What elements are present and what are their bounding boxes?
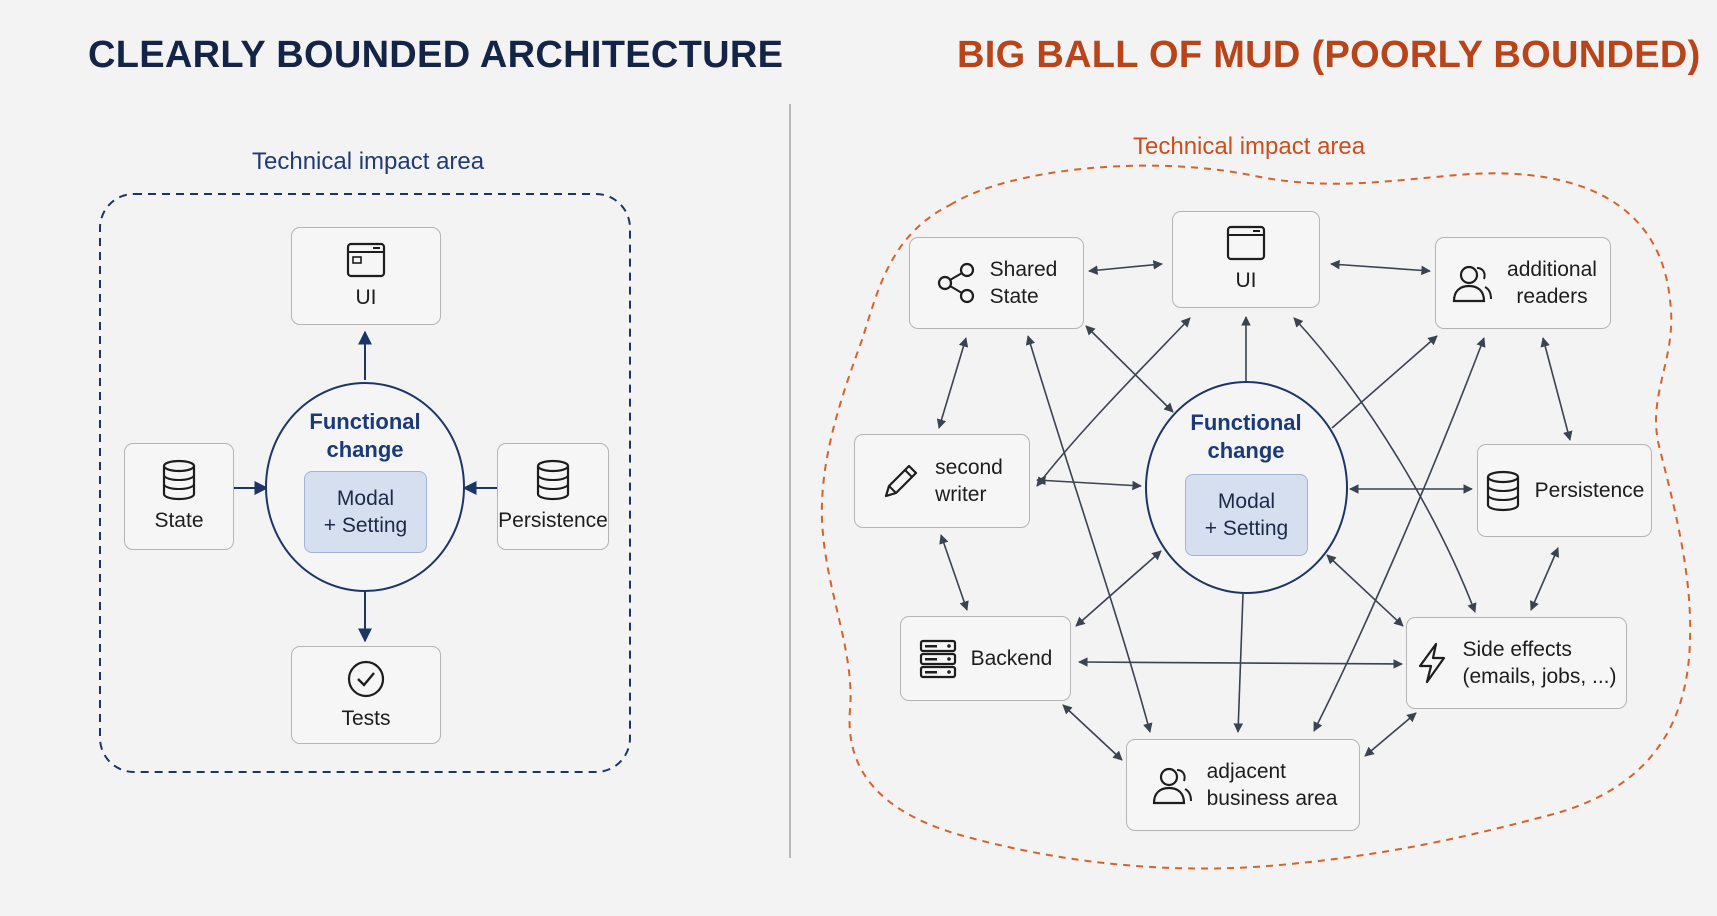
- left-node-ui: UI: [291, 227, 441, 325]
- right-node-backend: Backend: [900, 616, 1071, 701]
- server-icon: [919, 639, 956, 678]
- edge-backend-adjacent: [1062, 704, 1123, 761]
- left-title: CLEARLY BOUNDED ARCHITECTURE: [88, 34, 784, 76]
- left-modal-setting: Modal+ Setting: [304, 471, 427, 553]
- edge-shared-ui: [1088, 260, 1163, 275]
- readers-line2: readers: [1516, 285, 1588, 308]
- right-connectors: [936, 259, 1573, 761]
- panel-divider: [789, 104, 791, 858]
- right-node-persistence: Persistence: [1477, 444, 1652, 537]
- right-impact-boundary: [820, 164, 1692, 870]
- right-node-additional-readers: additional readers: [1435, 237, 1611, 329]
- left-node-state: State: [124, 443, 234, 550]
- users-icon: [1152, 767, 1192, 805]
- left-persistence-label: Persistence: [498, 509, 608, 532]
- edge-readers-persistence: [1540, 337, 1573, 441]
- right-node-adjacent-business: adjacent business area: [1126, 739, 1360, 831]
- edge-shared-writer: [936, 337, 969, 429]
- left-state-label: State: [154, 509, 204, 532]
- left-tests-label: Tests: [341, 706, 391, 730]
- side-effects-line2: (emails, jobs, ...): [1462, 665, 1617, 688]
- window-icon: [1226, 225, 1266, 261]
- readers-line1: additional: [1507, 258, 1597, 281]
- database-icon: [1486, 470, 1519, 511]
- writer-line2: writer: [935, 483, 987, 506]
- shared-state-line1: Shared: [989, 258, 1058, 281]
- share-icon: [937, 262, 974, 304]
- edge-writer-center: [1036, 475, 1142, 491]
- right-title: BIG BALL OF MUD (POORLY BOUNDED): [957, 34, 1701, 76]
- edge-shared-center: [1085, 325, 1174, 413]
- shared-state-line2: State: [989, 285, 1039, 308]
- edge-shared-adjacent: [1025, 335, 1153, 733]
- right-persistence-label: Persistence: [1534, 479, 1645, 502]
- users-icon: [1452, 265, 1493, 303]
- right-area-label: Technical impact area: [1133, 133, 1366, 160]
- adjacent-line2: business area: [1206, 787, 1338, 810]
- backend-label: Backend: [970, 647, 1053, 670]
- database-icon: [162, 459, 196, 501]
- edge-center-adjacent: [1233, 593, 1244, 733]
- lightning-icon: [1419, 642, 1446, 684]
- pencil-icon: [885, 464, 918, 498]
- left-impact-boundary: [99, 193, 631, 773]
- adjacent-line1: adjacent: [1206, 760, 1287, 783]
- edge-writer-backend: [939, 534, 969, 611]
- right-modal-setting: Modal+ Setting: [1185, 474, 1308, 556]
- writer-line1: second: [935, 456, 1003, 479]
- edge-persistence-side: [1530, 547, 1559, 611]
- right-node-side-effects: Side effects (emails, jobs, ...): [1406, 617, 1627, 709]
- edge-readers-adjacent: [1313, 337, 1486, 732]
- side-effects-line1: Side effects: [1462, 638, 1572, 661]
- left-ui-label: UI: [355, 285, 377, 309]
- left-area-label: Technical impact area: [252, 148, 485, 175]
- window-icon: [346, 242, 386, 277]
- right-ui-label: UI: [1235, 269, 1257, 292]
- left-node-persistence: Persistence: [497, 443, 609, 550]
- left-node-tests: Tests: [291, 646, 441, 744]
- left-connectors: [233, 330, 497, 643]
- database-icon: [536, 459, 570, 501]
- right-node-second-writer: second writer: [854, 434, 1030, 528]
- edge-side-adjacent: [1364, 712, 1417, 757]
- edge-ui-readers: [1330, 259, 1431, 276]
- check-circle-icon: [347, 660, 385, 697]
- right-node-ui: UI: [1172, 211, 1320, 308]
- edge-center-backend: [1075, 550, 1162, 627]
